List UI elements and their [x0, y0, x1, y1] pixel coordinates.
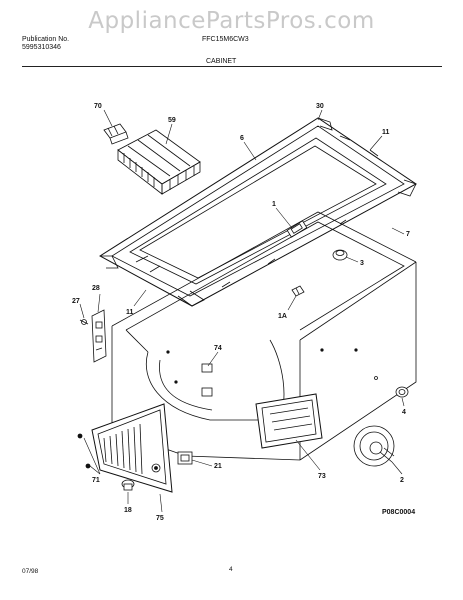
callout-71: 71 — [92, 477, 100, 484]
part-27-screw — [79, 319, 89, 325]
publication-label: Publication No. — [22, 36, 70, 43]
callout-30: 30 — [316, 103, 324, 110]
callout-11-bottom: 11 — [126, 309, 134, 316]
callout-73: 73 — [318, 473, 326, 480]
callout-1: 1 — [272, 201, 276, 208]
callout-27: 27 — [72, 298, 80, 305]
callout-2: 2 — [400, 477, 404, 484]
leader-lines — [79, 109, 405, 513]
footer-page-number: 4 — [229, 566, 233, 573]
part-74-clips — [201, 363, 213, 397]
part-18-foot — [121, 479, 135, 491]
callout-59: 59 — [168, 117, 176, 124]
callout-11-top: 11 — [382, 129, 390, 136]
part-21-switch — [177, 451, 193, 465]
callout-70: 70 — [94, 103, 102, 110]
section-title: CABINET — [206, 58, 237, 65]
callout-1a: 1A — [278, 313, 287, 320]
figure-code: P08C0004 — [382, 509, 415, 516]
basket — [117, 129, 201, 195]
part-4-plug — [395, 386, 409, 398]
callout-labels: 70 59 6 30 11 1 7 3 27 28 11 1A 74 4 2 7… — [72, 103, 415, 522]
part-71-grille — [77, 403, 173, 493]
footer-date: 07/98 — [22, 568, 39, 575]
part-28-hinge — [91, 309, 107, 363]
callout-4: 4 — [402, 409, 406, 416]
part-70-clip — [103, 123, 129, 145]
model-number: FFC15M6CW3 — [202, 36, 249, 43]
watermark: AppliancePartsPros.com — [88, 8, 375, 34]
publication-number: 5995310346 — [22, 44, 61, 51]
header-rule — [22, 66, 442, 67]
callout-21: 21 — [214, 463, 222, 470]
part-1a-hinge — [291, 285, 305, 297]
lid-assembly — [99, 117, 417, 307]
callout-75: 75 — [156, 515, 164, 522]
callout-3: 3 — [360, 260, 364, 267]
callout-18: 18 — [124, 507, 132, 514]
callout-6: 6 — [240, 135, 244, 142]
callout-28: 28 — [92, 285, 100, 292]
part-73-nameplate — [255, 393, 323, 449]
callout-74: 74 — [214, 345, 222, 352]
callout-7: 7 — [406, 231, 410, 238]
part-2-knob — [353, 425, 395, 467]
